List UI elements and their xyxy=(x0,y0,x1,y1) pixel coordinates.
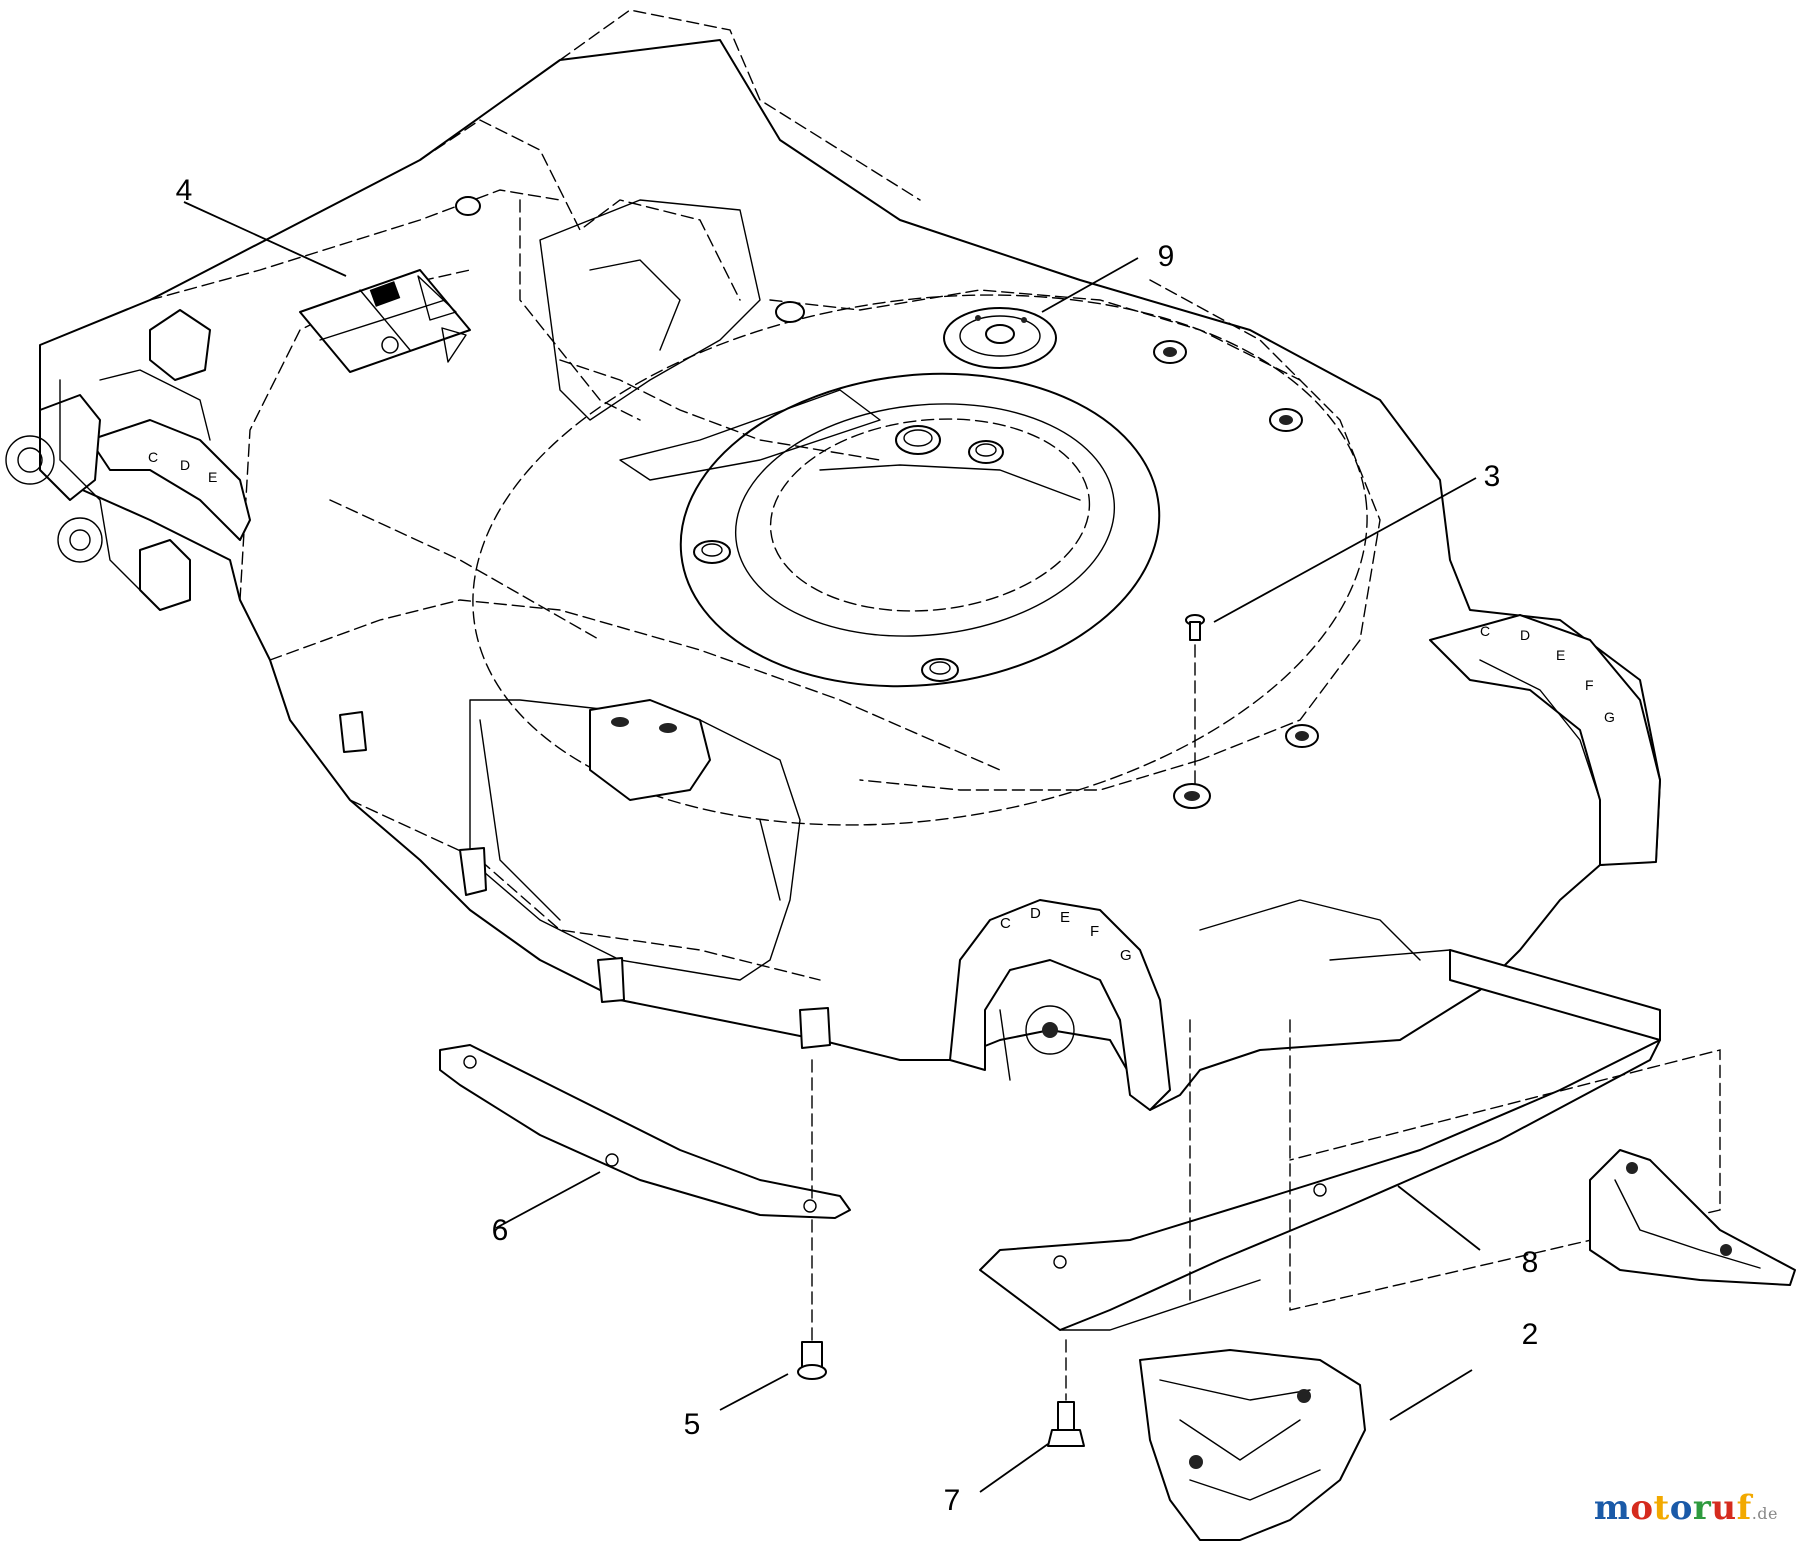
callout-7: 7 xyxy=(944,1484,961,1517)
watermark-char-2: t xyxy=(1653,1488,1670,1528)
mounting-bosses xyxy=(455,196,1319,809)
item-3-screw xyxy=(1185,614,1205,786)
watermark-char-4: r xyxy=(1692,1488,1712,1528)
watermark-char-1: o xyxy=(1630,1488,1654,1528)
item-8-baffle-plate xyxy=(979,949,1721,1331)
svg-text:D: D xyxy=(1030,905,1041,922)
svg-text:C: C xyxy=(1480,623,1490,639)
watermark-char-5: u xyxy=(1711,1488,1737,1528)
callout-9: 9 xyxy=(1158,240,1175,273)
svg-text:G: G xyxy=(1120,947,1132,964)
callout-6: 6 xyxy=(492,1214,509,1247)
svg-text:D: D xyxy=(1520,627,1530,643)
item-5-screw xyxy=(797,1341,827,1380)
svg-text:E: E xyxy=(1060,909,1070,926)
callout-4: 4 xyxy=(176,174,193,207)
watermark-char-6: f xyxy=(1736,1488,1752,1528)
item-9-dial-plate xyxy=(943,307,1057,369)
deck-outline xyxy=(39,39,1661,1111)
svg-text:F: F xyxy=(1090,923,1099,940)
watermark-char-0: m xyxy=(1593,1488,1631,1528)
item-2-discharge-plug xyxy=(1139,1349,1366,1541)
callout-3: 3 xyxy=(1484,460,1501,493)
deck-housing: C D E C D E F G C D E xyxy=(5,9,1661,1111)
side-plug-right xyxy=(1589,1149,1796,1286)
svg-text:C: C xyxy=(148,449,158,465)
warning-decal xyxy=(299,269,471,373)
callout-5: 5 xyxy=(684,1408,701,1441)
callout-2: 2 xyxy=(1522,1318,1539,1351)
callout-8: 8 xyxy=(1522,1246,1539,1279)
svg-text:E: E xyxy=(208,469,217,485)
item-6-front-skirt xyxy=(439,1044,851,1341)
leader-lines xyxy=(183,201,1481,1493)
svg-text:G: G xyxy=(1604,709,1615,725)
svg-text:C: C xyxy=(1000,915,1011,932)
watermark-suffix: .de xyxy=(1751,1504,1778,1523)
svg-text:F: F xyxy=(1585,677,1594,693)
callout-numbers: 4 9 3 6 5 7 8 2 xyxy=(176,174,1539,1517)
svg-text:E: E xyxy=(1556,647,1565,663)
item-7-screw xyxy=(1047,1339,1085,1447)
watermark-logo: motoruf.de xyxy=(1594,1488,1778,1528)
svg-text:D: D xyxy=(180,457,190,473)
watermark-char-3: o xyxy=(1669,1488,1693,1528)
